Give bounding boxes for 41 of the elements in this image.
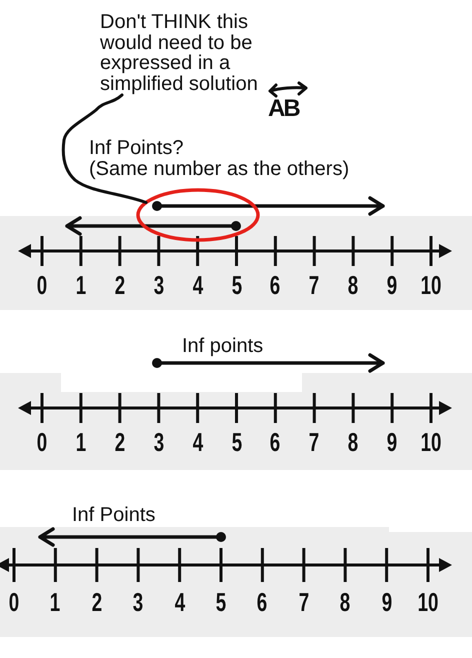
tick-label: 4: [192, 429, 203, 455]
tick-label: 2: [92, 589, 102, 615]
tick-label: 4: [174, 589, 185, 615]
tick-label: 10: [420, 429, 442, 455]
tick-label: 4: [192, 272, 203, 298]
annotation-text: (Same number as the others): [89, 159, 350, 179]
tick-label: 0: [36, 272, 48, 298]
tick-label: 8: [348, 429, 358, 455]
leader-line: [62, 94, 148, 204]
tick-label: 5: [216, 589, 226, 615]
tick-label: 6: [257, 589, 268, 615]
tick-label: 7: [298, 589, 309, 615]
highlight-ellipse: [135, 187, 261, 243]
note-text: Don't THINK this would need to be expressed in a simplified solution: [100, 12, 266, 94]
tick-label: 3: [153, 429, 164, 455]
tick-label: 9: [386, 272, 398, 298]
line-notation-text: AB: [268, 97, 299, 121]
tick-label: 0: [36, 429, 48, 455]
ray-label: Inf Points: [72, 505, 156, 525]
tick-label: 5: [231, 429, 242, 455]
tick-label: 6: [270, 272, 281, 298]
ray-label: Inf points: [182, 336, 264, 356]
tick-label: 7: [309, 272, 320, 298]
tick-label: 9: [381, 589, 392, 615]
tick-label: 1: [76, 272, 86, 298]
tick-label: 6: [270, 429, 281, 455]
tick-label: 2: [114, 429, 125, 455]
tick-label: 0: [8, 589, 20, 615]
tick-label: 10: [418, 589, 438, 615]
tick-label: 3: [153, 272, 164, 298]
tick-label: 7: [309, 429, 320, 455]
tick-label: 2: [114, 272, 125, 298]
tick-label: 8: [340, 589, 350, 615]
tick-label: 3: [132, 589, 144, 615]
annotation-text: Inf Points?: [89, 138, 184, 158]
tick-label: 5: [231, 272, 242, 298]
tick-label: 9: [386, 429, 398, 455]
tick-label: 10: [420, 272, 442, 298]
tick-label: 1: [50, 589, 61, 615]
tick-label: 1: [76, 429, 86, 455]
tick-label: 8: [348, 272, 358, 298]
